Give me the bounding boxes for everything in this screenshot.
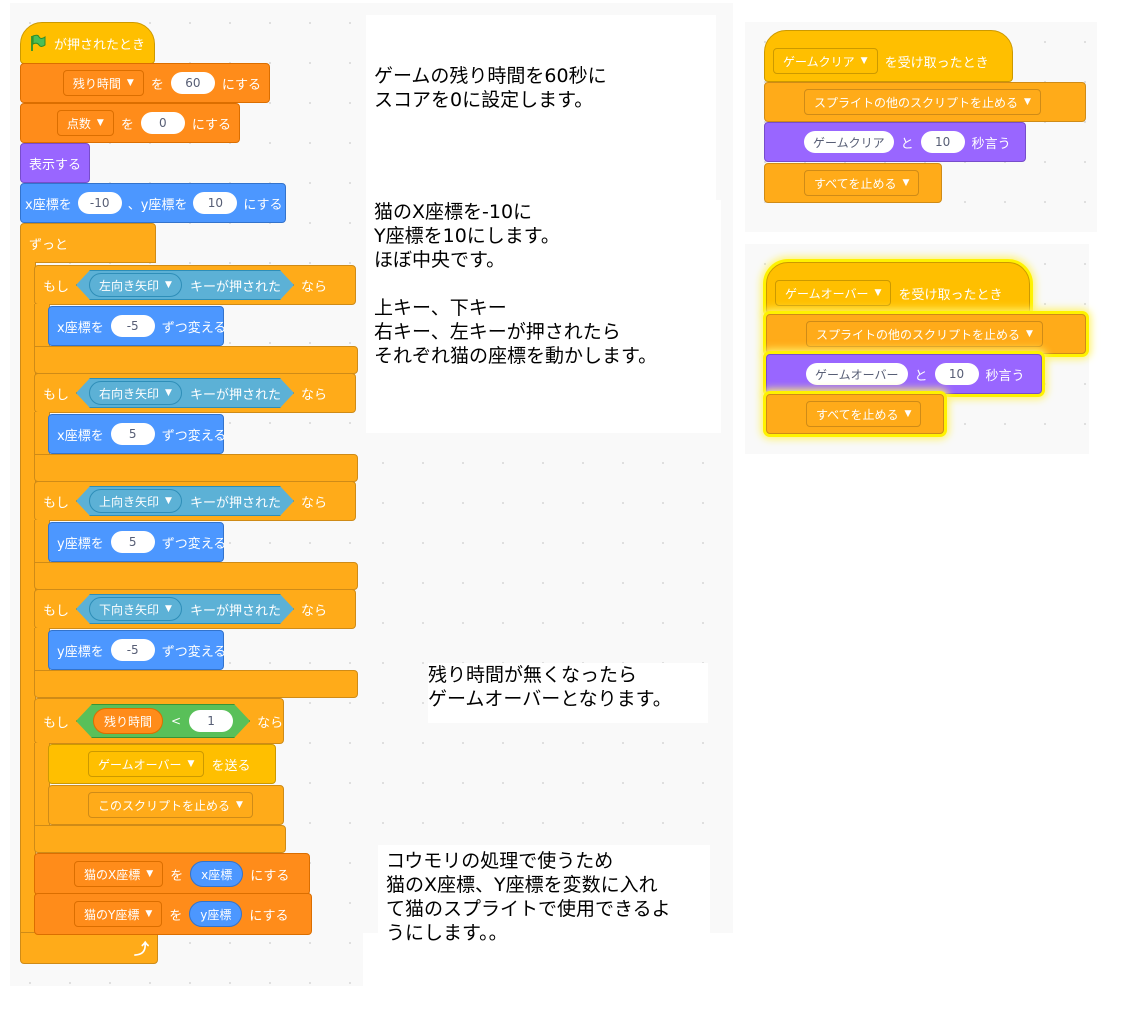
stop-dropdown[interactable]: すべてを止める▼ bbox=[804, 170, 920, 196]
when-receive-gameover-block[interactable]: ゲームオーバー▼ を受け取ったとき bbox=[766, 262, 1030, 314]
show-block[interactable]: 表示する bbox=[20, 143, 90, 183]
stop-all-block[interactable]: すべてを止める▼ bbox=[764, 163, 942, 203]
if-left-key-block[interactable]: もし 左向き矢印▼ キーが押された なら bbox=[34, 265, 356, 305]
stop-other-scripts-block[interactable]: スプライトの他のスクリプトを止める▼ bbox=[766, 314, 1086, 354]
if-right-key-block[interactable]: もし 右向き矢印▼ キーが押された なら bbox=[34, 373, 356, 413]
value-input[interactable]: 0 bbox=[140, 112, 185, 134]
say-for-secs-block[interactable]: ゲームクリア と 10 秒言う bbox=[764, 122, 1026, 162]
dropdown-arrow-icon: ▼ bbox=[96, 118, 104, 128]
dropdown-arrow-icon: ▼ bbox=[904, 409, 912, 419]
stop-dropdown[interactable]: すべてを止める▼ bbox=[806, 401, 922, 427]
y-position-reporter[interactable]: y座標 bbox=[189, 901, 243, 927]
key-pressed-sensing[interactable]: 下向き矢印▼ キーが押された bbox=[76, 594, 294, 624]
value-input[interactable]: 5 bbox=[110, 423, 155, 445]
key-dropdown[interactable]: 左向き矢印▼ bbox=[89, 273, 182, 297]
say-text-input[interactable]: ゲームオーバー bbox=[806, 363, 908, 385]
key-pressed-sensing[interactable]: 右向き矢印▼ キーが押された bbox=[76, 378, 294, 408]
value-input[interactable]: 1 bbox=[189, 710, 233, 732]
variable-dropdown[interactable]: 残り時間▼ bbox=[62, 70, 144, 96]
message-dropdown[interactable]: ゲームクリア▼ bbox=[773, 48, 878, 74]
set-cat-y-block[interactable]: 猫のY座標▼ を y座標 にする bbox=[34, 893, 312, 935]
stop-dropdown[interactable]: このスクリプトを止める▼ bbox=[88, 792, 253, 818]
change-y-block[interactable]: y座標を -5 ずつ変える bbox=[48, 630, 226, 670]
if-down-key-block[interactable]: もし 下向き矢印▼ キーが押された なら bbox=[34, 589, 356, 629]
value-input[interactable]: 60 bbox=[170, 72, 215, 94]
key-pressed-sensing[interactable]: 上向き矢印▼ キーが押された bbox=[76, 486, 294, 516]
value-input[interactable]: 5 bbox=[110, 531, 155, 553]
key-dropdown[interactable]: 上向き矢印▼ bbox=[89, 489, 182, 513]
stop-dropdown[interactable]: スプライトの他のスクリプトを止める▼ bbox=[806, 321, 1043, 347]
note-game-over: 残り時間が無くなったら ゲームオーバーとなります。 bbox=[428, 663, 708, 723]
dropdown-arrow-icon: ▼ bbox=[165, 280, 172, 290]
when-flag-clicked-block[interactable]: が押されたとき bbox=[20, 22, 155, 64]
change-y-block[interactable]: y座標を 5 ずつ変える bbox=[48, 522, 226, 562]
key-dropdown[interactable]: 右向き矢印▼ bbox=[89, 381, 182, 405]
say-for-secs-block[interactable]: ゲームオーバー と 10 秒言う bbox=[766, 354, 1042, 394]
note-position-keys: 猫のX座標を-10に Y座標を10にします。 ほぼ中央です。 上キー、下キー 右… bbox=[366, 200, 721, 433]
message-dropdown[interactable]: ゲームオーバー▼ bbox=[775, 280, 892, 306]
if-up-key-block[interactable]: もし 上向き矢印▼ キーが押された なら bbox=[34, 481, 356, 521]
stop-dropdown[interactable]: スプライトの他のスクリプトを止める▼ bbox=[804, 89, 1041, 115]
key-pressed-sensing[interactable]: 左向き矢印▼ キーが押された bbox=[76, 270, 294, 300]
variable-dropdown[interactable]: 点数▼ bbox=[56, 110, 114, 136]
hat-label: が押されたとき bbox=[54, 37, 146, 53]
note-timer-score: ゲームの残り時間を60秒に スコアを0に設定します。 bbox=[366, 15, 716, 207]
dropdown-arrow-icon: ▼ bbox=[165, 496, 172, 506]
change-x-block[interactable]: x座標を -5 ずつ変える bbox=[48, 306, 226, 346]
dropdown-arrow-icon: ▼ bbox=[860, 56, 868, 66]
green-flag-icon bbox=[31, 34, 46, 51]
x-position-reporter[interactable]: x座標 bbox=[190, 861, 244, 887]
set-score-block[interactable]: 点数▼ を 0 にする bbox=[20, 103, 240, 143]
dropdown-arrow-icon: ▼ bbox=[146, 869, 154, 879]
if-foot bbox=[34, 346, 358, 374]
dropdown-arrow-icon: ▼ bbox=[902, 178, 910, 188]
forever-foot: ⤴ bbox=[20, 932, 158, 964]
note-cat-coordinates: コウモリの処理で使うため 猫のX座標、Y座標を変数に入れ て猫のスプライトで使用… bbox=[378, 845, 710, 967]
forever-block[interactable]: ずっと bbox=[20, 223, 156, 263]
message-dropdown[interactable]: ゲームオーバー▼ bbox=[88, 751, 205, 777]
if-foot bbox=[34, 454, 358, 482]
say-text-input[interactable]: ゲームクリア bbox=[804, 131, 894, 153]
dropdown-arrow-icon: ▼ bbox=[874, 288, 882, 298]
variable-dropdown[interactable]: 猫のY座標▼ bbox=[74, 901, 163, 927]
loop-arrow-icon: ⤴ bbox=[133, 940, 149, 958]
if-time-block[interactable]: もし 残り時間 < 1 なら bbox=[34, 698, 284, 744]
y-input[interactable]: 10 bbox=[193, 192, 238, 214]
dropdown-arrow-icon: ▼ bbox=[236, 800, 243, 810]
set-cat-x-block[interactable]: 猫のX座標▼ を x座標 にする bbox=[34, 853, 310, 895]
key-dropdown[interactable]: 下向き矢印▼ bbox=[89, 597, 182, 621]
if-foot bbox=[34, 562, 358, 590]
when-receive-clear-block[interactable]: ゲームクリア▼ を受け取ったとき bbox=[764, 30, 1013, 82]
dropdown-arrow-icon: ▼ bbox=[165, 388, 172, 398]
broadcast-block[interactable]: ゲームオーバー▼ を送る bbox=[48, 744, 276, 784]
stop-other-scripts-block[interactable]: スプライトの他のスクリプトを止める▼ bbox=[764, 82, 1086, 122]
seconds-input[interactable]: 10 bbox=[934, 363, 979, 385]
dropdown-arrow-icon: ▼ bbox=[165, 604, 172, 614]
stop-all-block[interactable]: すべてを止める▼ bbox=[766, 394, 944, 434]
dropdown-arrow-icon: ▼ bbox=[145, 909, 153, 919]
if-foot bbox=[34, 825, 286, 853]
value-input[interactable]: -5 bbox=[110, 639, 155, 661]
dropdown-arrow-icon: ▼ bbox=[126, 78, 134, 88]
variable-dropdown[interactable]: 猫のX座標▼ bbox=[74, 861, 164, 887]
time-reporter[interactable]: 残り時間 bbox=[93, 708, 163, 734]
dropdown-arrow-icon: ▼ bbox=[187, 759, 195, 769]
less-than-operator[interactable]: 残り時間 < 1 bbox=[76, 704, 250, 738]
goto-xy-block[interactable]: x座標を -10 、y座標を 10 にする bbox=[20, 183, 286, 223]
dropdown-arrow-icon: ▼ bbox=[1024, 97, 1031, 107]
stop-this-script-block[interactable]: このスクリプトを止める▼ bbox=[48, 785, 284, 825]
if-foot bbox=[34, 670, 358, 698]
seconds-input[interactable]: 10 bbox=[920, 131, 965, 153]
dropdown-arrow-icon: ▼ bbox=[1026, 329, 1033, 339]
change-x-block[interactable]: x座標を 5 ずつ変える bbox=[48, 414, 226, 454]
x-input[interactable]: -10 bbox=[77, 192, 122, 214]
value-input[interactable]: -5 bbox=[110, 315, 155, 337]
set-time-block[interactable]: 残り時間▼ を 60 にする bbox=[20, 63, 270, 103]
